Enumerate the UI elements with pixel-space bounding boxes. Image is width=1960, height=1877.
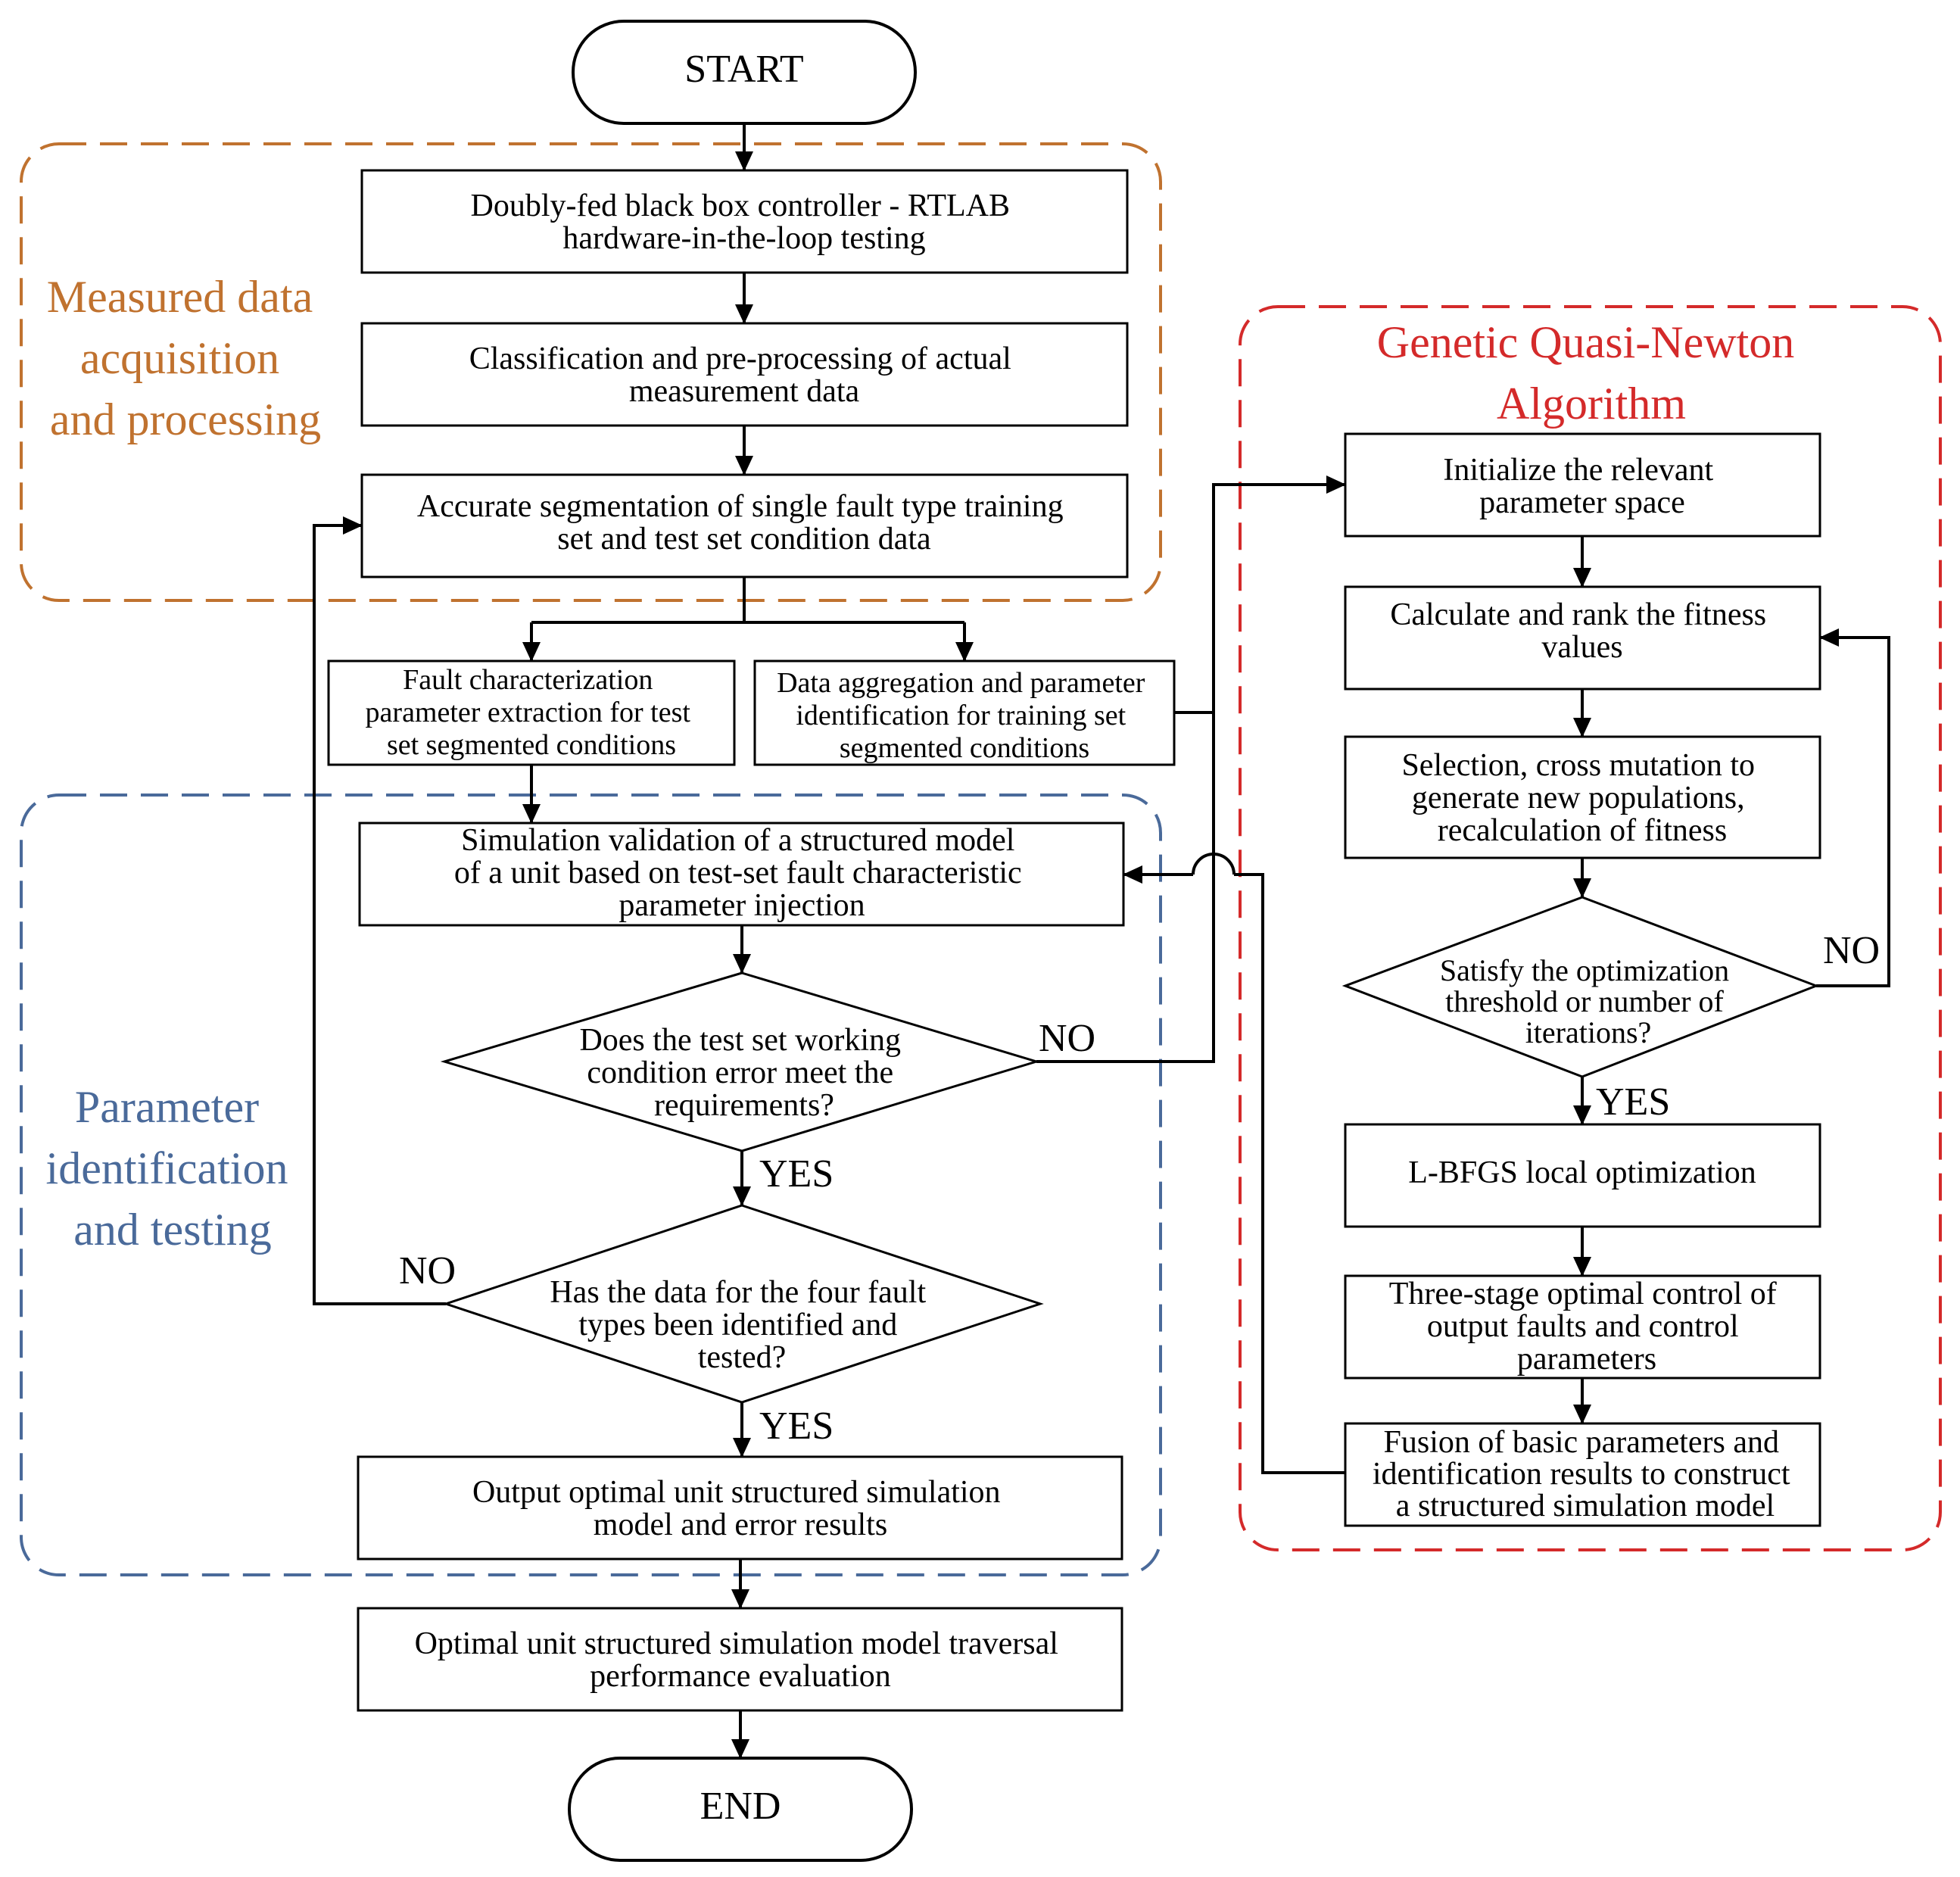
selection-box (1344, 735, 1821, 859)
parameter-group-frame (20, 794, 1162, 1576)
lbfgs-text: L-BFGS local optimization (1408, 1155, 1756, 1190)
traversal-text: Optimal unit structured simulation model… (415, 1626, 1067, 1694)
test-error-no-label: NO (1039, 1017, 1095, 1060)
fusion-box (1344, 1422, 1821, 1527)
four-types-yes-label: YES (759, 1405, 834, 1448)
fitness-text: Calculate and rank the fitness values (1390, 597, 1774, 665)
measured-group-frame (20, 142, 1162, 602)
test-error-text: Does the test set working condition erro… (579, 1023, 908, 1123)
genetic-group-frame (1239, 305, 1942, 1551)
lbfgs-box (1344, 1123, 1821, 1228)
test-error-yes-label: YES (759, 1152, 834, 1196)
parameter-group-label: Parameter identification and testing (46, 1082, 300, 1255)
satisfy-yes-label: YES (1596, 1080, 1670, 1124)
segmentation-text: Accurate segmentation of single fault ty… (417, 489, 1071, 557)
fault-char-text: Fault characterization parameter extract… (366, 664, 698, 761)
genetic-group-label: Genetic Quasi-Newton Algorithm (1377, 317, 1806, 429)
four-types-no-label: NO (399, 1249, 456, 1292)
traversal-box (357, 1607, 1123, 1712)
three-stage-text: Three-stage optimal control of output fa… (1389, 1277, 1784, 1377)
connectors (313, 123, 1890, 1759)
selection-text: Selection, cross mutation to generate ne… (1401, 748, 1762, 848)
output-optimal-text: Output optimal unit structured simulatio… (472, 1475, 1008, 1542)
initialize-text: Initialize the relevant parameter space (1443, 453, 1721, 520)
satisfy-text: Satisfy the optimization threshold or nu… (1440, 953, 1737, 1049)
classification-box (360, 322, 1129, 427)
doubly-fed-text: Doubly-fed black box controller - RTLAB … (471, 189, 1018, 256)
fusion-text: Fusion of basic parameters and identific… (1373, 1425, 1798, 1523)
measured-group-label: Measured data acquisition and processing (47, 272, 325, 444)
classification-text: Classification and pre-processing of act… (469, 341, 1020, 409)
data-agg-box (753, 659, 1176, 766)
data-agg-text: Data aggregation and parameter identific… (777, 667, 1152, 764)
four-types-text: Has the data for the four fault types be… (550, 1275, 933, 1375)
satisfy-no-label: NO (1823, 929, 1880, 972)
output-optimal-box (357, 1455, 1123, 1561)
simulation-box (358, 822, 1125, 927)
end-label: END (700, 1785, 781, 1828)
start-label: START (684, 48, 803, 91)
simulation-text: Simulation validation of a structured mo… (454, 823, 1030, 923)
